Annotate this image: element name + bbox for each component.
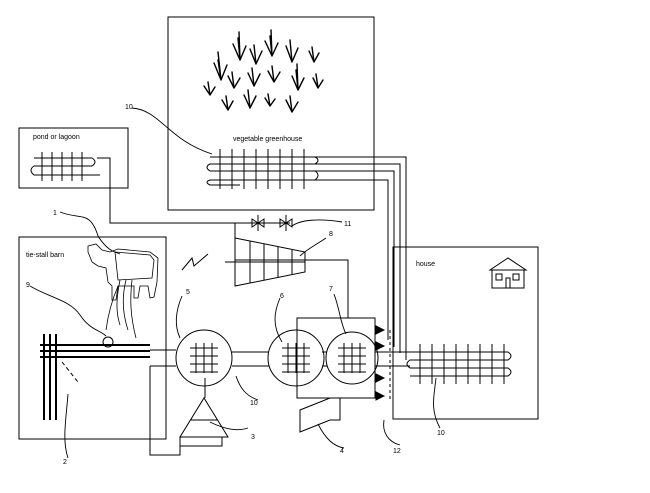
callout-4: 4	[340, 448, 344, 455]
pump-3	[180, 398, 228, 437]
callout-8: 8	[329, 231, 333, 238]
pond-coil	[31, 152, 100, 181]
callout-2: 2	[63, 459, 67, 466]
callout-10-house: 10	[437, 430, 445, 437]
callout-6: 6	[280, 293, 284, 300]
callout-11: 11	[344, 221, 351, 228]
collector-8	[225, 238, 305, 286]
plants	[204, 30, 323, 112]
lightning-icon	[182, 254, 208, 270]
greenhouse-label: vegetable greenhouse	[233, 136, 302, 143]
callout-5: 5	[186, 289, 190, 296]
callout-10-greenhouse: 10	[125, 104, 133, 111]
heat-exchanger-7	[326, 332, 378, 384]
house-box	[393, 247, 538, 419]
heat-exchanger-6	[268, 330, 324, 386]
barn-label: tie-stall barn	[26, 252, 64, 259]
pond-label: pond or lagoon	[33, 134, 80, 141]
cow	[88, 244, 158, 338]
greenhouse-coil	[207, 149, 318, 189]
heat-exchanger-5	[176, 330, 232, 386]
house-icon	[490, 258, 526, 288]
callout-3: 3	[251, 434, 255, 441]
house-coil	[407, 344, 511, 384]
barn-floor-pipes	[40, 334, 150, 420]
house-label: house	[416, 261, 435, 268]
callout-1: 1	[53, 210, 57, 217]
callout-10-center: 10	[250, 400, 258, 407]
barn-box	[19, 237, 166, 439]
piping	[97, 157, 410, 455]
callout-7: 7	[329, 286, 333, 293]
callout-12: 12	[393, 448, 401, 455]
callout-9: 9	[26, 282, 30, 289]
